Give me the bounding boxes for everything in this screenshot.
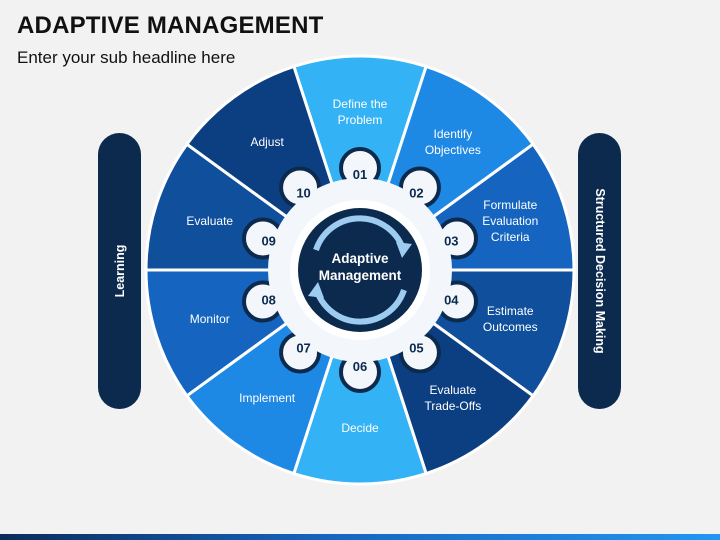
step-07-number: 07 xyxy=(296,341,310,356)
learning-side-bar: Learning xyxy=(98,133,141,409)
cycle-arrowhead-bottom-icon xyxy=(308,282,324,298)
step-03-label-line-3: Criteria xyxy=(491,230,530,244)
step-03-label-line-1: Formulate xyxy=(483,198,537,212)
step-04-number: 04 xyxy=(444,293,459,308)
center-hub xyxy=(298,208,422,332)
step-08-label-line-1: Monitor xyxy=(190,312,230,326)
step-02-number: 02 xyxy=(409,185,423,200)
step-01-number: 01 xyxy=(353,167,367,182)
step-10-label-line-1: Adjust xyxy=(250,135,284,149)
step-02-label-line-2: Objectives xyxy=(425,143,481,157)
cycle-arrow-bottom-icon xyxy=(313,287,407,325)
step-09-number: 09 xyxy=(261,233,275,248)
step-04-label-line-2: Outcomes xyxy=(483,320,538,334)
step-06-label-line-1: Decide xyxy=(341,421,379,435)
cycle-arrow-top-icon xyxy=(313,215,407,253)
structured-decision-making-side-bar: Structured Decision Making xyxy=(578,133,621,409)
step-03-label-line-2: Evaluation xyxy=(482,214,538,228)
step-01-label-line-2: Problem xyxy=(338,113,383,127)
step-09-label-line-1: Evaluate xyxy=(186,214,233,228)
step-01-label-line-1: Define the xyxy=(333,97,388,111)
step-05-label-line-1: Evaluate xyxy=(430,383,477,397)
step-04-label-line-1: Estimate xyxy=(487,304,534,318)
cycle-arrowhead-top-icon xyxy=(396,242,412,258)
center-label-line-2: Management xyxy=(319,268,402,283)
page-title: ADAPTIVE MANAGEMENT xyxy=(17,12,324,39)
step-05-number: 05 xyxy=(409,341,423,356)
step-06-number: 06 xyxy=(353,359,367,374)
page-subtitle: Enter your sub headline here xyxy=(17,48,236,67)
step-08-number: 08 xyxy=(261,293,275,308)
step-05-label-line-2: Trade-Offs xyxy=(425,399,482,413)
step-02-label-line-1: Identify xyxy=(434,127,473,141)
center-label-line-1: Adaptive xyxy=(331,251,389,266)
footer-accent-bar xyxy=(0,534,720,540)
step-10-number: 10 xyxy=(296,185,310,200)
step-03-number: 03 xyxy=(444,233,458,248)
step-07-label-line-1: Implement xyxy=(239,391,296,405)
